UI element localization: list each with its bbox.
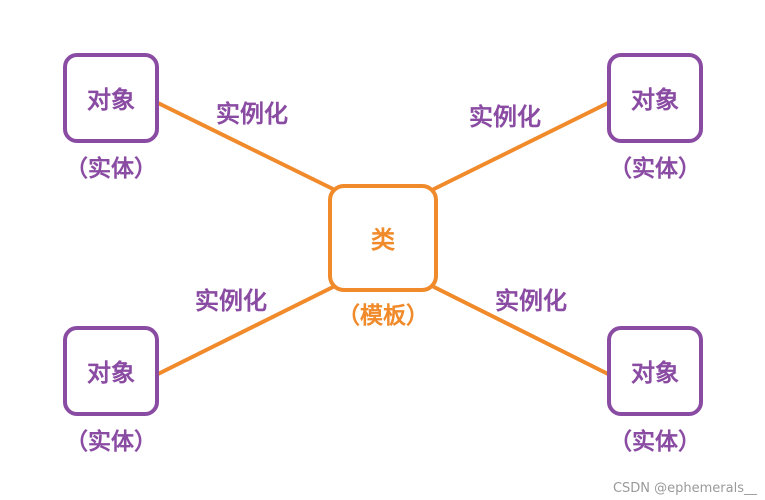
edge-line-top-left	[156, 101, 335, 191]
object-label-bottom-left: 对象	[87, 359, 135, 387]
object-label-top-left: 对象	[87, 86, 135, 114]
edge-line-bottom-right	[432, 285, 610, 376]
edge-line-top-right	[432, 101, 610, 191]
class-label: 类	[371, 226, 396, 254]
edge-label-top-left: 实例化	[216, 100, 288, 128]
class-node	[328, 184, 438, 292]
object-node-bottom-left	[63, 326, 159, 416]
edge-label-top-right: 实例化	[469, 103, 541, 131]
watermark-text: CSDN @ephemerals__	[612, 481, 757, 496]
object-node-top-right	[607, 53, 703, 143]
edge-label-bottom-right: 实例化	[495, 287, 567, 315]
object-node-top-left	[63, 53, 159, 143]
object-caption-top-left: （实体）	[65, 155, 157, 182]
object-caption-top-right: （实体）	[609, 155, 701, 182]
object-caption-bottom-left: （实体）	[65, 428, 157, 455]
object-node-bottom-right	[607, 326, 703, 416]
edge-label-bottom-left: 实例化	[195, 287, 267, 315]
object-label-bottom-right: 对象	[631, 359, 679, 387]
class-caption: （模板）	[337, 302, 429, 329]
edge-line-bottom-left	[156, 285, 335, 376]
object-caption-bottom-right: （实体）	[609, 428, 701, 455]
object-label-top-right: 对象	[631, 86, 679, 114]
